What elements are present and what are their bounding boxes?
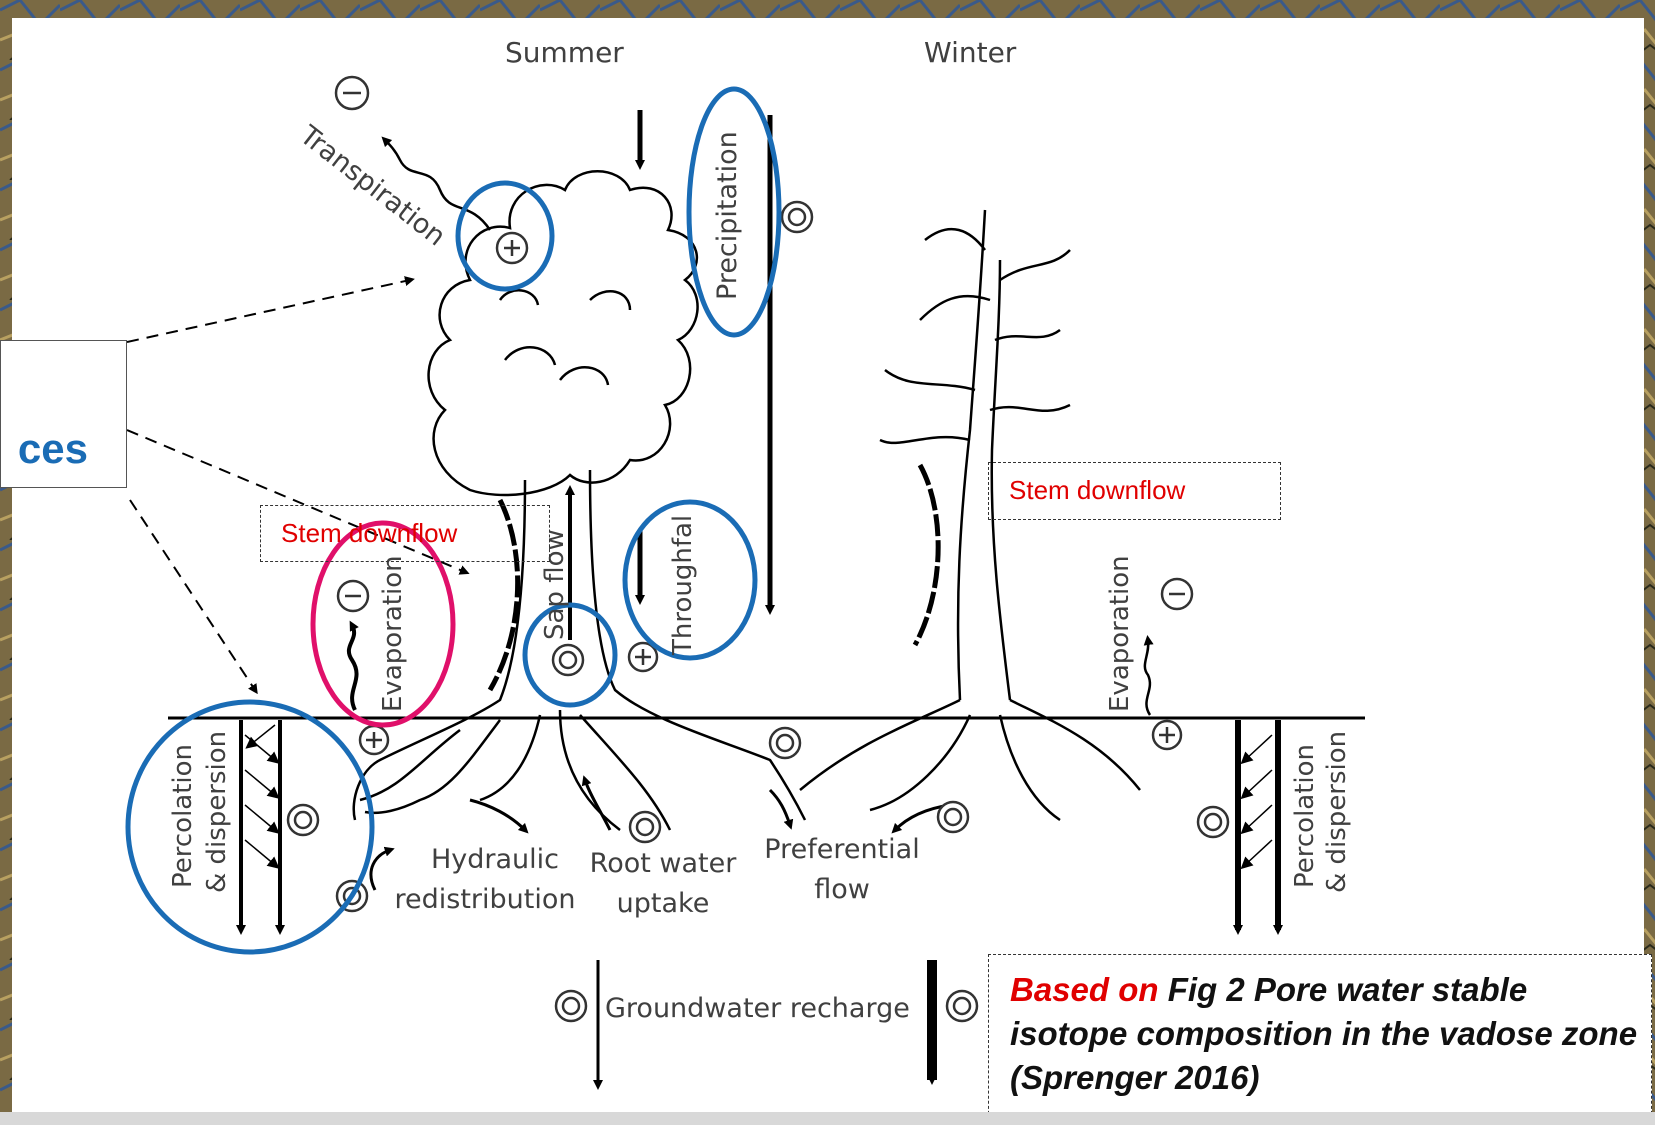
neutral-symbol-winter-root [938,802,968,832]
evaporation-right-label: Evaporation [1105,555,1135,712]
neutral-symbol-gw-right [947,991,977,1021]
stem-downflow-box-right: Stem downflow [988,462,1281,520]
plus-symbol-evap-right [1153,721,1181,749]
percolation-right-arrows [1238,720,1278,930]
season-summer-label: Summer [505,36,624,69]
precipitation-label: Precipitation [713,131,743,300]
groundwater-label: Groundwater recharge [605,993,910,1024]
plus-symbol-evap-left [360,726,388,754]
minus-symbol-transpiration [336,77,368,109]
stem-downflow-curve-right [915,465,938,645]
summer-tree-canopy [429,171,698,495]
neutral-symbol-preferential [770,728,800,758]
root-uptake-label-line2: uptake [573,884,753,924]
hydraulic-label-line2: redistribution [380,880,590,920]
percolation-left-arrows [241,720,280,930]
percolation-left-label-2: & dispersion [202,731,232,893]
preferential-label-line2: flow [752,870,932,910]
percolation-right-label-1: Percolation [1290,744,1320,888]
callout-pointers [127,280,465,690]
hydraulic-label-line1: Hydraulic [390,840,600,880]
caption-text: Based on Fig 2 Pore water stable isotope… [1010,968,1640,1100]
percolation-left-label-1: Percolation [168,744,198,888]
percolation-right-label-2: & dispersion [1322,731,1352,893]
neutral-symbol-sapflow [553,645,583,675]
neutral-symbol-perc-left [288,805,318,835]
throughfall-label: Throughfal [668,515,698,655]
evaporation-arrow-left [349,625,357,710]
stem-downflow-box-left: Stem downflow [260,505,550,562]
plus-symbol-canopy [497,233,527,263]
bottom-strip [0,1112,1655,1125]
root-uptake-label-line1: Root water [573,844,753,884]
neutral-symbol-precip [782,202,812,232]
evaporation-arrow-right [1145,640,1150,715]
minus-symbol-evap-left [338,581,368,611]
neutral-symbol-gw-left [556,991,586,1021]
preferential-label-line1: Preferential [752,830,932,870]
neutral-symbol-perc-right [1198,807,1228,837]
season-winter-label: Winter [924,36,1016,69]
caption-based-on: Based on [1010,971,1159,1008]
neutral-symbol-root [630,812,660,842]
minus-symbol-evap-right [1162,579,1192,609]
callout-text: ces [0,425,88,473]
evaporation-left-label: Evaporation [378,555,408,712]
